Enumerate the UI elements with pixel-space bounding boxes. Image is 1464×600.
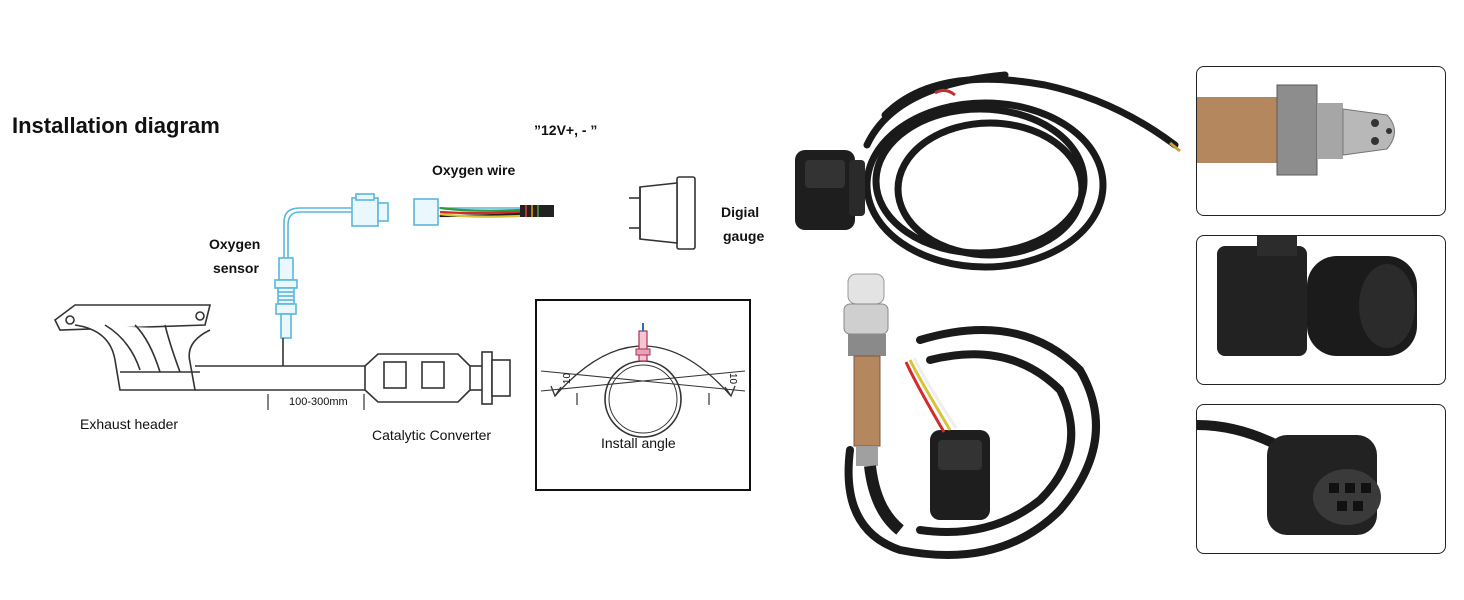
exhaust-header-drawing xyxy=(53,304,212,391)
oxygen-sensor-label-line2: sensor xyxy=(213,260,259,276)
power-label: ”12V+, - ” xyxy=(534,122,598,138)
exhaust-pipe-drawing xyxy=(195,338,365,391)
install-angle-drawing xyxy=(540,323,746,438)
installation-drawing xyxy=(53,176,696,410)
angle-right-value: 10 xyxy=(727,372,739,385)
detail-photo-sensor-tip xyxy=(1196,66,1446,216)
catalytic-converter-label: Catalytic Converter xyxy=(372,427,492,443)
distance-label: 100-300mm xyxy=(289,396,348,408)
install-angle-label: Install angle xyxy=(601,435,676,451)
gauge-label-line2: gauge xyxy=(723,228,765,244)
distance-marker xyxy=(267,394,365,410)
extension-cable-photo xyxy=(795,71,1181,271)
install-angle-panel: 10 10 Install angle xyxy=(535,299,751,491)
oxygen-sensor-label-line1: Oxygen xyxy=(209,236,261,252)
detail-photo-sensor-plug xyxy=(1196,235,1446,385)
oxygen-wire-connector xyxy=(520,205,554,217)
oxygen-wire-label: Oxygen wire xyxy=(432,162,516,178)
gauge-drawing xyxy=(629,176,696,250)
gauge-label-line1: Digial xyxy=(721,204,760,220)
diagram-title: Installation diagram xyxy=(12,113,220,138)
oxygen-sensor-photo xyxy=(843,273,1100,559)
detail-photo-cable-socket xyxy=(1196,404,1446,554)
exhaust-header-label: Exhaust header xyxy=(80,416,179,432)
oxygen-sensor-drawing xyxy=(274,193,520,339)
angle-left-value: 10 xyxy=(562,372,574,385)
catalytic-converter-drawing xyxy=(364,351,511,405)
oxygen-wire-leads xyxy=(439,206,521,218)
